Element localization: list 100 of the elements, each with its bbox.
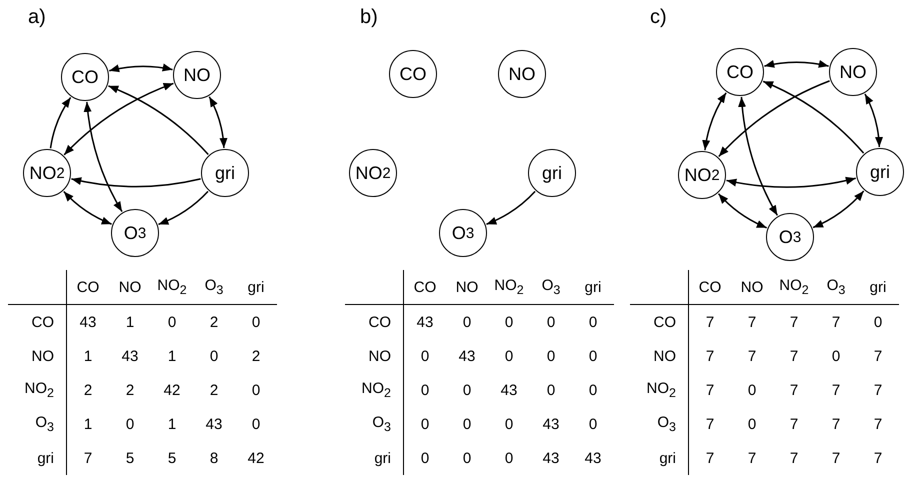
table-cell-text: 43 bbox=[500, 380, 518, 400]
table-cell-text: 7 bbox=[746, 448, 758, 468]
arrow bbox=[864, 94, 883, 148]
header-cell: gri bbox=[8, 441, 66, 475]
arrow bbox=[486, 190, 536, 225]
header-cell: NO$_{2}$ bbox=[488, 270, 530, 304]
table-cell: 2 bbox=[66, 373, 109, 407]
table-cell-text: 0 bbox=[462, 448, 472, 468]
table-cell: 0 bbox=[530, 304, 572, 339]
table-cell-text: 43 bbox=[542, 414, 560, 434]
table-cell-text: 0 bbox=[250, 380, 262, 400]
table-cell-text: 7 bbox=[746, 346, 758, 366]
arrow bbox=[108, 85, 209, 155]
header-cell: O$_{3}$ bbox=[193, 270, 235, 304]
header-cell: CO bbox=[630, 304, 688, 339]
table-cell-text: 0 bbox=[588, 380, 598, 400]
table-cell-text: 7 bbox=[788, 380, 800, 400]
header-cell: O$_{3}$ bbox=[815, 270, 857, 304]
node-circle: gri bbox=[856, 148, 904, 196]
table-cell: 0 bbox=[151, 304, 193, 339]
table-cell-text: 0 bbox=[588, 414, 598, 434]
arrow bbox=[158, 190, 209, 226]
header-cell: CO bbox=[404, 270, 446, 304]
panel-label: c) bbox=[650, 6, 667, 29]
table-cell-text: 42 bbox=[162, 380, 182, 400]
arrow bbox=[208, 96, 228, 148]
table-cell-text: 7 bbox=[788, 448, 800, 468]
table-cell-text: 0 bbox=[830, 346, 842, 366]
arrow bbox=[84, 102, 123, 212]
table-cell: 7 bbox=[688, 339, 731, 373]
table-cell-text: 7 bbox=[872, 380, 884, 400]
table-cell-text: 5 bbox=[124, 448, 136, 468]
node-circle: NO bbox=[829, 48, 877, 96]
table-cell-text: 1 bbox=[166, 346, 178, 366]
table-cell: 7 bbox=[688, 304, 731, 339]
table-cell: 2 bbox=[193, 304, 235, 339]
table-cell: 1 bbox=[109, 304, 151, 339]
table-cell-text: 43 bbox=[204, 414, 224, 434]
node-circle: CO bbox=[61, 53, 109, 101]
table-cell-text: 5 bbox=[166, 448, 178, 468]
table-cell-text: 7 bbox=[830, 414, 842, 434]
arrow bbox=[50, 97, 72, 148]
header-cell: NO bbox=[109, 270, 151, 304]
table-cell-text: 43 bbox=[120, 346, 140, 366]
table-cell: 1 bbox=[66, 407, 109, 441]
table-cell-text: 0 bbox=[250, 414, 262, 434]
header-cell: O$_{3}$ bbox=[530, 270, 572, 304]
table-cell: 7 bbox=[688, 441, 731, 475]
table-cell: 0 bbox=[404, 441, 446, 475]
table-cell: 43 bbox=[404, 304, 446, 339]
table-cell-text: 0 bbox=[504, 346, 514, 366]
table-cell: 0 bbox=[404, 339, 446, 373]
panel-label: b) bbox=[360, 6, 378, 29]
header-cell: gri bbox=[345, 441, 404, 475]
header-cell: gri bbox=[630, 441, 688, 475]
table-cell-text: 7 bbox=[788, 346, 800, 366]
table-cell: 43 bbox=[66, 304, 109, 339]
header-cell: gri bbox=[235, 270, 277, 304]
table-cell-text: 7 bbox=[872, 414, 884, 434]
table-cell-text: 0 bbox=[746, 414, 758, 434]
node-circle: NO bbox=[173, 51, 221, 99]
table-cell: 7 bbox=[688, 373, 731, 407]
table-cell-text: 7 bbox=[830, 448, 842, 468]
table-cell: 7 bbox=[688, 407, 731, 441]
header-cell: gri bbox=[572, 270, 614, 304]
header-cell: NO$_{2}$ bbox=[773, 270, 815, 304]
header-cell: CO bbox=[688, 270, 731, 304]
table-cell-text: 43 bbox=[542, 448, 560, 468]
table-cell-text: 7 bbox=[872, 346, 884, 366]
header-cell: O$_{3}$ bbox=[630, 407, 688, 441]
table-cell: 7 bbox=[66, 441, 109, 475]
arrow bbox=[718, 80, 830, 157]
arrow bbox=[764, 60, 829, 68]
table-cell: 0 bbox=[572, 304, 614, 339]
table-cell-text: 0 bbox=[546, 346, 556, 366]
header-cell: NO$_{2}$ bbox=[345, 373, 404, 407]
arrow bbox=[702, 92, 727, 150]
table-cell-text: 2 bbox=[250, 346, 262, 366]
table-cell-text: 0 bbox=[462, 380, 472, 400]
node-circle: NO bbox=[498, 50, 546, 98]
table-cell-text: 43 bbox=[584, 448, 602, 468]
table-cell: 1 bbox=[66, 339, 109, 373]
header-cell: CO bbox=[66, 270, 109, 304]
table-cell-text: 0 bbox=[462, 414, 472, 434]
table-cell-text: 0 bbox=[746, 380, 758, 400]
table-cell: 0 bbox=[857, 304, 899, 339]
table-cell: 0 bbox=[404, 373, 446, 407]
arrow bbox=[812, 190, 864, 228]
table-cell-text: 1 bbox=[166, 414, 178, 434]
table-cell-text: 8 bbox=[208, 448, 220, 468]
table-cell-text: 0 bbox=[124, 414, 136, 434]
table-cell: 7 bbox=[815, 304, 857, 339]
table-cell: 0 bbox=[488, 304, 530, 339]
table-cell-text: 2 bbox=[124, 380, 136, 400]
arrow bbox=[109, 64, 173, 72]
arrow bbox=[71, 177, 201, 188]
table-cell-text: 42 bbox=[246, 448, 266, 468]
header-cell: NO bbox=[731, 270, 773, 304]
table-cell-text: 0 bbox=[504, 414, 514, 434]
header-cell: NO bbox=[345, 339, 404, 373]
